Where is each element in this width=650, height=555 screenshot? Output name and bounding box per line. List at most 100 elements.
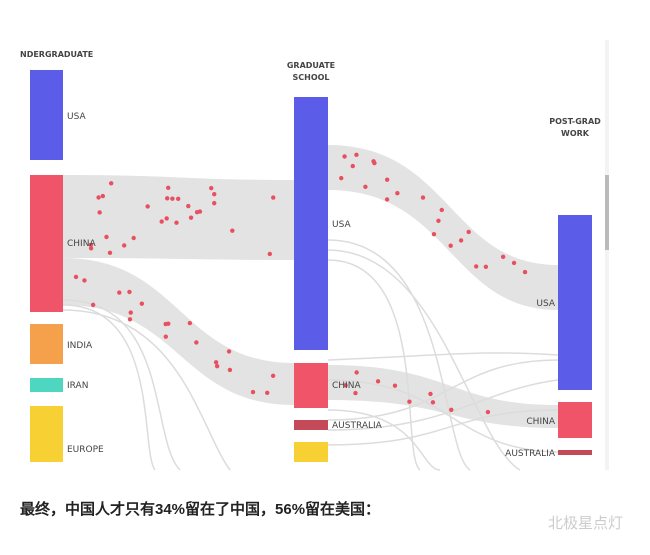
flow-dot [186, 203, 191, 209]
watermark: 北极星点灯 [548, 515, 624, 532]
label-undergrad-europe: EUROPE [67, 445, 104, 455]
sankey-diagram: NDERGRADUATE GRADUATE SCHOOL POST-GRAD W… [20, 50, 601, 471]
flow-dot [354, 370, 359, 375]
flow-dot [117, 290, 122, 295]
flow-dot [165, 196, 170, 201]
flow-dot [270, 373, 276, 378]
label-grad-china: CHINA [332, 381, 361, 391]
flow-dot [407, 399, 412, 404]
flow-dot [271, 195, 276, 200]
flow-dot [88, 242, 94, 247]
flow-dot [170, 196, 175, 201]
flows [62, 145, 559, 471]
flow-dot [375, 379, 381, 384]
node-undergrad-china[interactable] [30, 175, 63, 312]
flow-dot [473, 264, 479, 269]
node-undergrad-europe[interactable] [30, 406, 63, 462]
flow-dot [420, 195, 426, 200]
nodes [30, 70, 592, 462]
node-grad-usa[interactable] [294, 97, 328, 350]
flow-dot [165, 185, 171, 191]
flow-dot [209, 185, 214, 191]
flow-dot [511, 260, 517, 266]
flow-dot [353, 390, 358, 396]
flow-dot [267, 251, 272, 257]
flow-dot [350, 163, 355, 169]
flow-dot [428, 391, 433, 397]
column-header-grad-2: SCHOOL [292, 73, 329, 82]
flow-dot [131, 235, 136, 241]
flow-dot [107, 250, 113, 256]
flow-dot [139, 301, 145, 306]
flow-dot [164, 216, 169, 221]
label-grad-usa: USA [332, 220, 351, 230]
flow-dot [213, 360, 219, 365]
flow-dot [97, 210, 102, 215]
label-grad-australia: AUSTRALIA [332, 421, 383, 431]
flow-dot [500, 254, 506, 260]
node-undergrad-india[interactable] [30, 324, 63, 364]
flow-dot [227, 367, 233, 373]
label-undergrad-usa: USA [67, 112, 86, 122]
flow-dot [384, 177, 390, 182]
flow-dot [363, 184, 368, 190]
flow-dot [448, 243, 453, 248]
node-work-australia[interactable] [558, 450, 592, 455]
flow-dot [430, 400, 436, 405]
flow-dot [522, 269, 528, 275]
flow-dot [339, 175, 344, 181]
flow-dot [127, 289, 132, 295]
flow-dot [436, 218, 441, 223]
flow-dot [226, 349, 232, 354]
column-header-grad-1: GRADUATE [287, 61, 335, 70]
flow-dot [73, 274, 79, 280]
flow-dot [90, 302, 96, 308]
node-undergrad-usa[interactable] [30, 70, 63, 160]
flow-dot [104, 234, 109, 240]
flow-dot [230, 228, 235, 233]
node-grad-australia[interactable] [294, 420, 328, 430]
scrollbar[interactable] [605, 40, 609, 470]
flow-dot [214, 363, 220, 369]
flow-dots [73, 152, 528, 415]
node-grad-europe[interactable] [294, 442, 328, 462]
flow-china-to-grad-usa [63, 175, 294, 260]
flow-dot [483, 264, 489, 270]
flow-dot [250, 389, 256, 395]
flow-dot [354, 152, 359, 158]
flow-dot [466, 229, 471, 235]
flow-dot [449, 407, 454, 412]
flow-dot [159, 219, 164, 224]
flow-dot [88, 246, 94, 251]
flow-china-to-grad-china [63, 258, 294, 405]
flow-dot [188, 215, 194, 220]
label-undergrad-iran: IRAN [67, 381, 88, 391]
flow-dot [458, 238, 464, 243]
node-work-china[interactable] [558, 402, 592, 438]
flow-dot [343, 383, 348, 388]
node-grad-china[interactable] [294, 363, 328, 408]
flow-dot [145, 204, 150, 209]
column-header-undergrad: NDERGRADUATE [20, 50, 93, 59]
label-work-usa: USA [536, 299, 555, 309]
flow-dot [485, 409, 491, 415]
caption: 最终，中国人才只有34%留在了中国，56%留在美国： [20, 501, 381, 518]
node-undergrad-iran[interactable] [30, 378, 63, 392]
flow-dot [431, 232, 437, 237]
scrollbar-thumb[interactable] [605, 175, 609, 250]
flow-dot [108, 181, 114, 186]
flow-dot [371, 159, 376, 164]
flow-dot [175, 196, 181, 201]
flow-dot [212, 191, 217, 197]
flow-dot [163, 334, 168, 339]
node-work-usa[interactable] [558, 215, 592, 390]
flow-dot [384, 197, 390, 202]
thin-flows [62, 239, 559, 471]
flow-dot [128, 310, 133, 315]
flow-grad-usa-to-work-usa [328, 145, 558, 310]
flow-dot [342, 154, 347, 159]
flow-dot [439, 207, 444, 213]
flow-dot [187, 320, 193, 326]
label-undergrad-india: INDIA [67, 341, 93, 351]
label-work-australia: AUSTRALIA [505, 449, 556, 459]
